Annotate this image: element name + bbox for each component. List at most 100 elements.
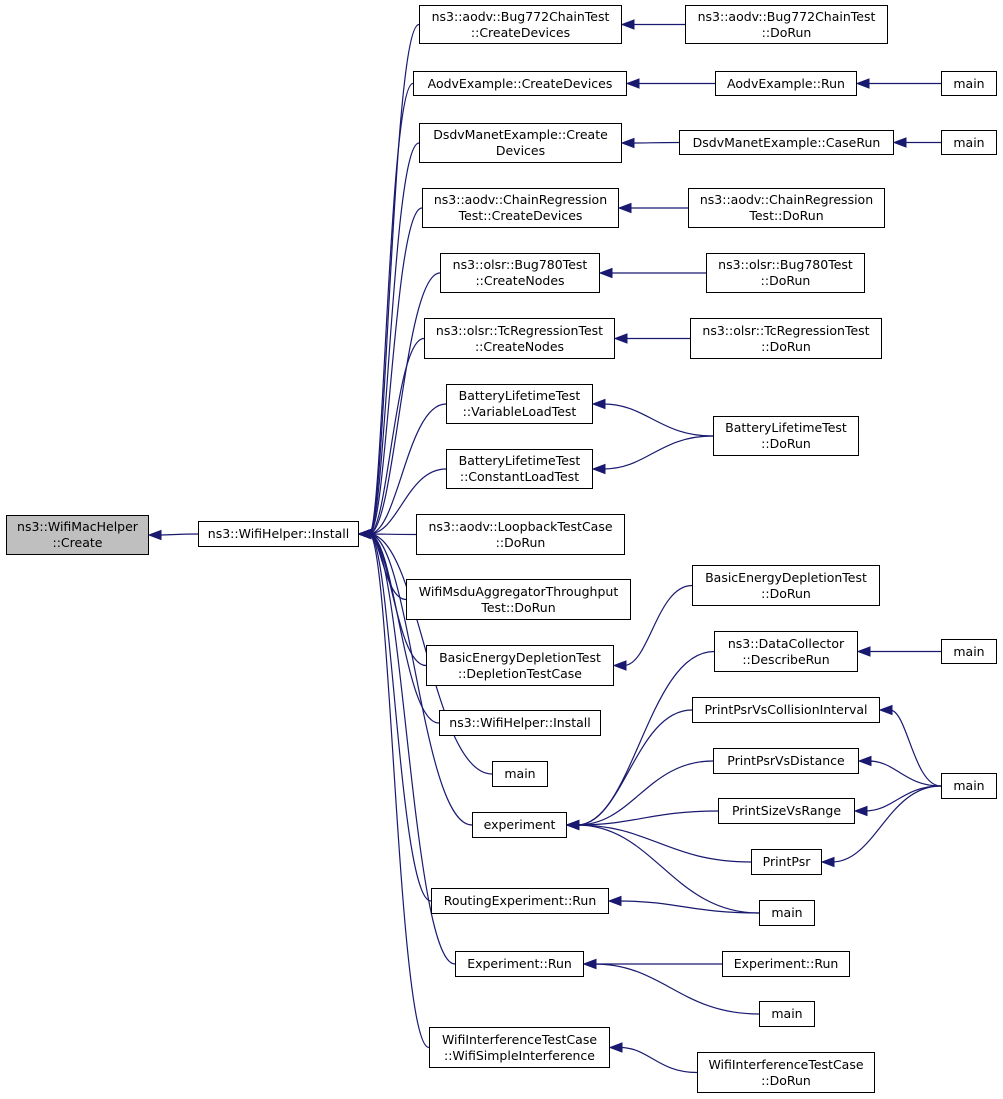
node-main[interactable]: main (941, 71, 997, 96)
node-wifimachelper-create: ns3::WifiMacHelper::Create (6, 515, 149, 555)
node-loopbacktestcase-dorun[interactable]: ns3::aodv::LoopbackTestCase::DoRun (416, 514, 625, 555)
node-basicenergydepletiontest-dorun[interactable]: BasicEnergyDepletionTest::DoRun (692, 565, 880, 606)
arrowhead-psvr (853, 805, 868, 817)
node-aodvexample-run[interactable]: AodvExample::Run (715, 71, 857, 96)
node-bug780test-createnodes[interactable]: ns3::olsr::Bug780Test::CreateNodes (440, 253, 600, 293)
node-label: ns3::WifiHelper::Install (207, 526, 350, 541)
edge-main5-to-ppvci (889, 709, 942, 787)
node-wifiinterferencetestcase-dorun[interactable]: WifiInterferenceTestCase::DoRun (697, 1052, 875, 1093)
node-label: ns3::aodv::ChainRegression (433, 192, 608, 207)
node-label: ::ConstantLoadTest (459, 469, 580, 484)
arrowhead-exprun (582, 958, 597, 970)
node-label: main (953, 778, 985, 793)
edge-ppvci-to-experiment (576, 709, 693, 826)
node-batterylifetimetest-dorun[interactable]: BatteryLifetimeTest::DoRun (713, 416, 859, 456)
node-label: BatteryLifetimeTest (725, 420, 847, 435)
node-label: Test::CreateDevices (458, 208, 583, 223)
arrowhead-battconst (591, 463, 606, 475)
arrowhead-install (357, 528, 372, 540)
node-label: Devices (495, 143, 546, 158)
node-experiment-run[interactable]: Experiment::Run (455, 951, 584, 977)
node-main[interactable]: main (492, 761, 548, 787)
node-label: ns3::WifiHelper::Install (449, 715, 591, 730)
node-bug780test-dorun[interactable]: ns3::olsr::Bug780Test::DoRun (706, 253, 865, 293)
node-bug772chaintest-createdevices[interactable]: ns3::aodv::Bug772ChainTest::CreateDevice… (419, 5, 622, 44)
node-label: Test::DoRun (749, 208, 824, 223)
arrowhead-aodvexcd (625, 78, 640, 89)
node-experiment-run-callee[interactable]: Experiment::Run (722, 951, 850, 977)
node-bug772chaintest-dorun[interactable]: ns3::aodv::Bug772ChainTest::DoRun (685, 5, 888, 44)
node-label: WifiInterferenceTestCase (708, 1056, 864, 1072)
edge-exprun-to-install (368, 533, 456, 965)
node-label: ::DescribeRun (742, 651, 830, 667)
node-datacollector-describerun[interactable]: ns3::DataCollector::DescribeRun (714, 631, 858, 672)
node-aodvexample-createdevices[interactable]: AodvExample::CreateDevices (413, 71, 627, 96)
node-label: ns3::aodv::LoopbackTestCase (428, 518, 613, 534)
node-label: ns3::aodv::Bug772ChainTest (697, 8, 876, 24)
node-batterylifetimetest-variableloadtest[interactable]: BatteryLifetimeTest::VariableLoadTest (446, 384, 593, 424)
node-label: ::DoRun (761, 24, 812, 40)
edge-battvar-to-install (368, 403, 447, 535)
edge-install2-to-install (368, 533, 440, 724)
edge-main6-to-experiment (576, 824, 760, 914)
arrowhead-experiment (565, 819, 580, 831)
edge-bug772cd-to-install (368, 23, 420, 535)
node-batterylifetimetest-constantloadtest[interactable]: BatteryLifetimeTest::ConstantLoadTest (446, 449, 593, 489)
edge-main5-to-pp (831, 785, 942, 863)
arrowhead-wifiint (608, 1042, 623, 1053)
node-label: ::DoRun (761, 436, 811, 451)
node-label: Test::DoRun (481, 599, 556, 615)
node-wifihelper-install[interactable]: ns3::WifiHelper::Install (198, 521, 359, 547)
node-label: Experiment::Run (733, 956, 839, 971)
arrowhead-bedtc (612, 660, 627, 671)
node-main[interactable]: main (759, 900, 815, 926)
edge-bedtdr-to-bedtc (623, 584, 693, 667)
node-label: ns3::olsr::Bug780Test (718, 257, 853, 272)
node-wifiinterferencetestcase-wifisimpleinterference[interactable]: WifiInterferenceTestCase::WifiSimpleInte… (429, 1027, 610, 1068)
node-printpsrvscollisioninterval[interactable]: PrintPsrVsCollisionInterval (692, 697, 880, 723)
node-main[interactable]: main (941, 773, 997, 799)
node-wifihelper-install-overload[interactable]: ns3::WifiHelper::Install (439, 710, 601, 736)
node-label: ns3::WifiMacHelper (17, 519, 138, 534)
node-label: experiment (483, 817, 556, 832)
node-tcregressiontest-dorun[interactable]: ns3::olsr::TcRegressionTest::DoRun (690, 318, 882, 359)
node-basicenergydepletiontest-depletiontestcase[interactable]: BasicEnergyDepletionTest::DepletionTestC… (426, 645, 614, 686)
node-label: ::DoRun (495, 534, 546, 550)
edge-tccn-to-install (368, 337, 425, 535)
node-printpsrvsdistance[interactable]: PrintPsrVsDistance (713, 748, 859, 774)
node-label: ns3::DataCollector (727, 635, 845, 651)
node-tcregressiontest-createnodes[interactable]: ns3::olsr::TcRegressionTest::CreateNodes (424, 318, 615, 359)
edge-routrun-to-install (368, 533, 432, 902)
node-printpsr[interactable]: PrintPsr (751, 849, 822, 875)
edge-aodvexcd-to-install (368, 82, 414, 535)
node-printsizevsrange[interactable]: PrintSizeVsRange (718, 798, 855, 824)
edge-psvr-to-experiment (576, 810, 719, 826)
node-label: ns3::aodv::Bug772ChainTest (431, 8, 610, 24)
node-main[interactable]: main (941, 639, 997, 664)
node-label: ns3::aodv::ChainRegression (699, 192, 874, 207)
node-label: BasicEnergyDepletionTest (439, 649, 601, 665)
edge-dsdvcd-to-install (368, 142, 420, 535)
node-label: main (953, 643, 985, 659)
node-label: main (953, 75, 985, 91)
node-routingexperiment-run[interactable]: RoutingExperiment::Run (431, 888, 609, 914)
node-experiment[interactable]: experiment (472, 812, 567, 838)
edge-main7-to-exprun (593, 963, 760, 1015)
edge-wifiintdr-to-wifiint (619, 1046, 698, 1074)
arrowhead-battvar (591, 398, 606, 410)
node-dsdvmanetexample-caserun[interactable]: DsdvManetExample::CaseRun (679, 130, 894, 155)
edge-battconst-to-install (368, 468, 447, 535)
node-main[interactable]: main (759, 1001, 815, 1027)
node-main[interactable]: main (941, 130, 997, 155)
node-label: ::DoRun (761, 338, 811, 354)
node-label: ::WifiSimpleInterference (443, 1047, 595, 1063)
node-label: DsdvManetExample::Create (433, 127, 608, 142)
node-label: ns3::olsr::Bug780Test (452, 257, 588, 272)
arrowhead-chaincd (617, 202, 632, 214)
